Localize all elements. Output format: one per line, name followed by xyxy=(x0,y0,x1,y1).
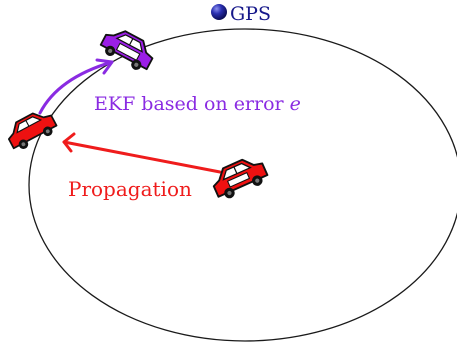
trajectory-ellipse xyxy=(28,28,457,342)
ekf-error-symbol: e xyxy=(290,93,301,115)
purple-car-icon xyxy=(99,30,154,71)
ekf-label: EKF based on error e xyxy=(94,93,301,115)
red-car-right-icon xyxy=(212,158,269,199)
gps-label: GPS xyxy=(230,3,271,25)
propagation-label: Propagation xyxy=(68,177,192,201)
ekf-label-text: EKF based on error xyxy=(94,93,290,115)
gps-marker-icon xyxy=(211,4,227,20)
red-car-left-icon xyxy=(7,112,58,150)
ekf-correction-arrow xyxy=(38,58,114,115)
propagation-arrow xyxy=(62,132,222,174)
